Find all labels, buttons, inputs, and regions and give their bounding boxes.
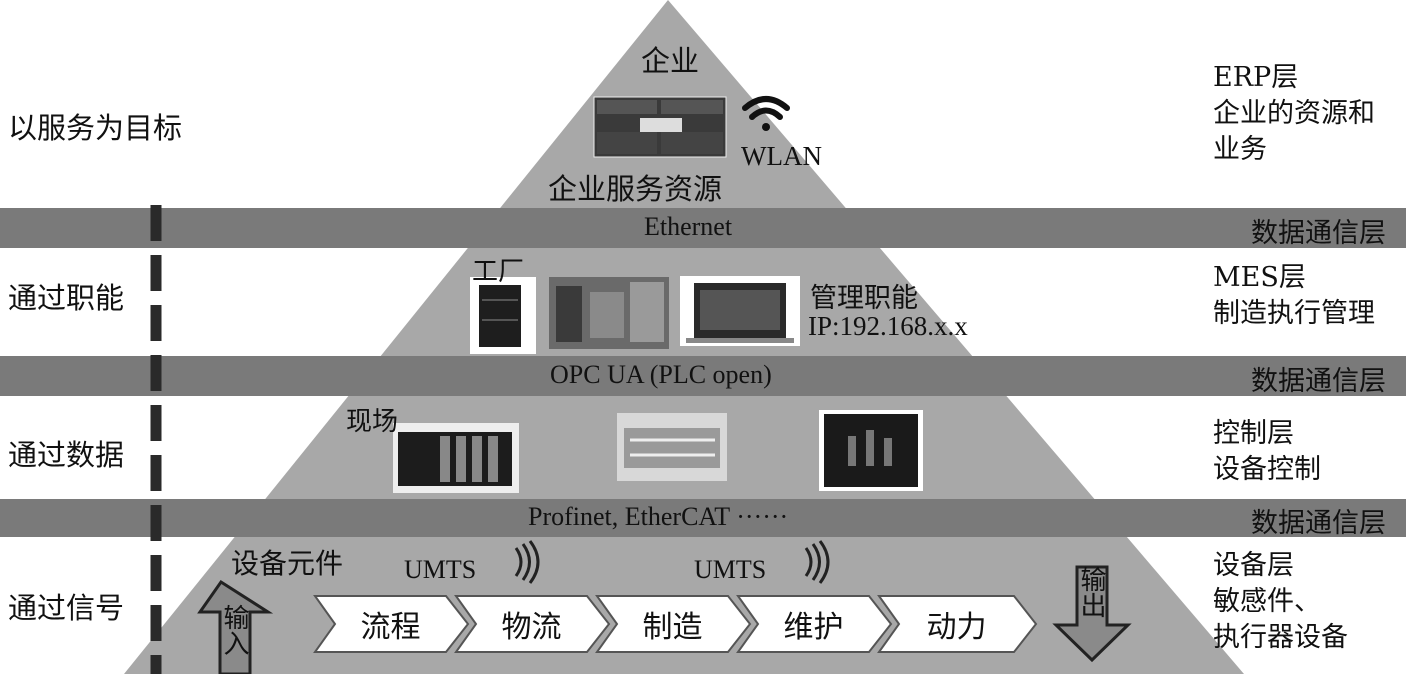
- band-ethernet-label: Ethernet: [644, 212, 733, 241]
- control-line-1: 控制层: [1213, 418, 1294, 449]
- left-label-service: 以服务为目标: [8, 111, 183, 145]
- chevron-2: [454, 595, 611, 653]
- management-function-label: 管理职能: [810, 283, 918, 314]
- left-label-function: 通过职能: [8, 281, 125, 315]
- band-ethernet: [0, 208, 1406, 248]
- output-arrow: [1052, 565, 1132, 663]
- right-label-erp: ERP层 企业的资源和 业务: [1213, 60, 1375, 168]
- signal-icon-1: [514, 540, 540, 584]
- chevron-label-power: 动力: [926, 610, 987, 645]
- chevron-4: [736, 595, 893, 653]
- ip-label: IP:192.168.x.x: [808, 311, 968, 341]
- band-opcua-layer: 数据通信层: [1251, 366, 1386, 397]
- chevron-5: [877, 595, 1038, 653]
- umts-label-1: UMTS: [404, 555, 477, 584]
- signal-icon-2: [804, 540, 830, 584]
- input-arrow: [197, 579, 274, 674]
- mes-line-1: MES层: [1213, 262, 1306, 293]
- factory-label: 工厂: [472, 257, 525, 287]
- output-arrow-label: 输出: [1076, 566, 1106, 618]
- device-line-1: 设备层: [1213, 550, 1294, 581]
- chevron-label-logistics: 物流: [501, 610, 562, 645]
- left-label-data: 通过数据: [8, 438, 125, 472]
- erp-line-2: 企业的资源和: [1213, 98, 1375, 129]
- factory-floor-image: [549, 277, 669, 349]
- chevron-label-maintenance: 维护: [783, 610, 844, 645]
- band-profinet: [0, 499, 1406, 537]
- site-label: 现场: [346, 407, 399, 437]
- chevron-1: [313, 595, 470, 653]
- control-line-2: 设备控制: [1213, 454, 1321, 485]
- right-label-device: 设备层 敏感件、 执行器设备: [1213, 548, 1348, 656]
- input-arrow-label: 输入: [219, 604, 249, 656]
- erp-line-1: ERP层: [1213, 62, 1299, 93]
- band-opcua-label: OPC UA (PLC open): [550, 360, 772, 389]
- chevron-3: [595, 595, 752, 653]
- band-ethernet-layer: 数据通信层: [1251, 218, 1386, 249]
- band-profinet-layer: 数据通信层: [1251, 508, 1386, 539]
- process-chevrons: [313, 595, 1038, 653]
- device-line-3: 执行器设备: [1213, 622, 1348, 653]
- device-component-label: 设备元件: [231, 547, 344, 580]
- wlan-label: WLAN: [741, 141, 822, 171]
- umts-label-2: UMTS: [694, 555, 767, 584]
- device-line-2: 敏感件、: [1213, 586, 1321, 617]
- io-terminal-image: [617, 413, 727, 481]
- mes-line-2: 制造执行管理: [1213, 298, 1375, 329]
- factory-server-image: [470, 277, 536, 354]
- left-label-signal: 通过信号: [8, 591, 125, 625]
- enterprise-caption: 企业服务资源: [548, 172, 723, 206]
- right-label-mes: MES层 制造执行管理: [1213, 260, 1375, 332]
- erp-screenshot-image: [593, 96, 727, 158]
- band-opcua: [0, 356, 1406, 396]
- plc-rack-image: [393, 423, 519, 493]
- right-label-control: 控制层 设备控制: [1213, 416, 1321, 488]
- chevron-label-manufacturing: 制造: [642, 610, 703, 645]
- wifi-icon: [742, 96, 790, 131]
- band-profinet-label: Profinet, EtherCAT ······: [528, 502, 789, 531]
- chevron-label-process: 流程: [360, 610, 421, 645]
- hmi-panel-image: [819, 410, 923, 491]
- erp-line-3: 业务: [1213, 134, 1267, 165]
- laptop-image: [680, 276, 800, 346]
- enterprise-title: 企业: [641, 44, 700, 78]
